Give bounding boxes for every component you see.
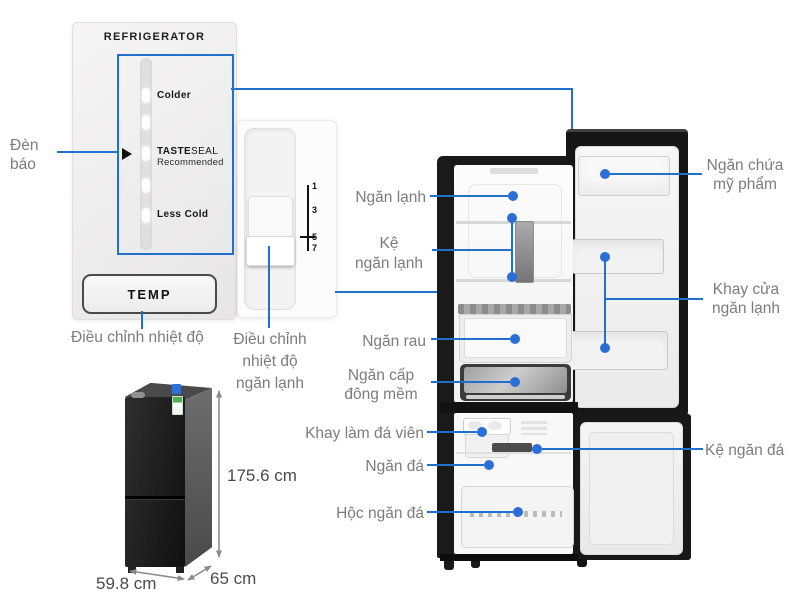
- door-foot: [577, 558, 587, 567]
- depth-arrow: [187, 565, 212, 581]
- led-indicator-5: [142, 208, 150, 223]
- temp-control-panel: REFRIGERATOR: [72, 22, 237, 320]
- ngan-rau-line: [431, 338, 510, 340]
- ngan-chua-my-pham-line: [610, 173, 702, 175]
- led-indicator-4: [142, 178, 150, 193]
- less-cold-label: Less Cold: [157, 209, 209, 220]
- front-foot: [444, 561, 454, 570]
- ngan-da-label: Ngăn đá: [365, 458, 424, 475]
- slider-scale-tick: [300, 236, 315, 238]
- khay-cua-dot-bottom: [600, 343, 610, 353]
- ngan-lanh-line: [430, 195, 508, 197]
- energy-label-sticker: [172, 396, 183, 415]
- ngan-chua-my-pham-dot: [600, 169, 610, 179]
- freezer-shelf: [492, 443, 532, 452]
- hoc-ngan-da-label: Hộc ngăn đá: [336, 505, 424, 522]
- cabinet-base: [440, 554, 578, 561]
- ke-ngan-lanh-line: [432, 249, 513, 251]
- led-indicator-1: [142, 88, 150, 103]
- dimension-arrows: [129, 390, 222, 582]
- rear-foot: [471, 561, 480, 568]
- freezer-door-panel: [589, 432, 674, 545]
- height-dimension: 175.6 cm: [227, 466, 297, 485]
- tasteseal-rest: SEAL: [191, 146, 219, 157]
- ke-ngan-da-dot: [532, 444, 542, 454]
- led-indicator-3: [142, 146, 150, 161]
- ngan-cap-dong-mem-line: [431, 381, 510, 383]
- den-bao-label: Đèn báo: [10, 137, 39, 173]
- ngan-chua-my-pham-label: Ngăn chứa mỹ phẩm: [706, 157, 784, 193]
- dieu-chinh-ngan-lanh-label: Điều chỉnh nhiệt độ ngăn lạnh: [233, 331, 307, 392]
- depth-dimension: 65 cm: [210, 569, 257, 588]
- mini-fridge-front-face: [125, 397, 185, 567]
- scale-3: 3: [312, 205, 318, 215]
- mini-fridge-top-face: [124, 382, 212, 400]
- ke-ngan-da-line: [542, 448, 703, 450]
- ice-tray-well-2: [488, 421, 502, 430]
- width-arrow: [129, 568, 185, 582]
- ke-ngan-da-label: Kệ ngăn đá: [705, 442, 785, 459]
- ke-ngan-lanh-bracket: [511, 218, 513, 277]
- ke-ngan-lanh-dot-top: [507, 213, 517, 223]
- den-bao-line: [57, 151, 117, 153]
- electrolux-logo: [131, 392, 145, 398]
- khay-cua-bracket: [604, 257, 606, 348]
- khay-cua-line: [606, 298, 703, 300]
- hoc-ngan-da-dot: [513, 507, 523, 517]
- scale-7: 7: [312, 243, 318, 253]
- fridge-compartment: [454, 165, 573, 403]
- blue-sticker: [172, 384, 181, 394]
- soft-freeze-lip: [466, 395, 565, 399]
- temp-button: TEMP: [82, 274, 217, 314]
- ngan-rau-dot: [510, 334, 520, 344]
- ke-ngan-lanh-dot-bottom: [507, 272, 517, 282]
- ngan-da-line: [427, 464, 484, 466]
- cabinet-divider: [440, 402, 578, 413]
- khay-lam-da-vien-label: Khay làm đá viên: [305, 425, 424, 442]
- scale-5: 5: [312, 232, 318, 242]
- dieu-chinh-nhiet-do-label: Điều chỉnh nhiệt độ: [71, 329, 204, 346]
- ice-tray-well-1: [468, 421, 482, 430]
- freezer-vent: [521, 421, 547, 435]
- recommended-label: Recommended: [157, 157, 224, 168]
- freezer-shelf-line: [456, 452, 571, 454]
- tasteseal-label: TASTESEAL: [157, 146, 218, 157]
- tasteseal-column: [515, 221, 534, 283]
- khay-lam-da-vien-line: [427, 431, 477, 433]
- ngan-lanh-label: Ngăn lạnh: [355, 189, 426, 206]
- width-dimension: 59.8 cm: [96, 574, 157, 593]
- temp-pointer-line: [141, 311, 143, 329]
- colder-label: Colder: [157, 90, 192, 101]
- ngan-cap-dong-mem-dot: [510, 377, 520, 387]
- slider-knob-grip: [246, 236, 295, 266]
- slider-connector-h: [335, 291, 515, 293]
- ngan-cap-dong-mem-label: Ngăn cấp đông mềm: [344, 367, 418, 403]
- door-bin-lower: [570, 331, 668, 370]
- tasteseal-bold: TASTE: [157, 146, 192, 157]
- interior-lamp-panel: [490, 168, 538, 174]
- ngan-da-dot: [484, 460, 494, 470]
- panel-title: REFRIGERATOR: [103, 31, 206, 43]
- veg-drawer-rail: [458, 304, 571, 314]
- panel-connector-h: [231, 88, 573, 90]
- mini-fridge-side-face: [185, 388, 212, 567]
- khay-cua-ngan-lanh-label: Khay cửa ngăn lạnh: [711, 281, 781, 317]
- door-bin-middle: [572, 239, 664, 274]
- slider-pointer-line: [268, 246, 270, 328]
- freezer-drawer: [461, 486, 574, 548]
- led-indicator-2: [142, 115, 150, 130]
- indicator-highlight-box: [117, 54, 234, 255]
- ke-ngan-lanh-label: Kệ ngăn lạnh: [354, 235, 424, 272]
- current-level-arrow-icon: [122, 148, 132, 160]
- hoc-ngan-da-line: [427, 511, 513, 513]
- scale-1: 1: [312, 181, 318, 191]
- ngan-rau-label: Ngăn rau: [362, 333, 426, 350]
- ngan-lanh-dot: [508, 191, 518, 201]
- mini-fridge-door-gap: [125, 496, 185, 500]
- door-bin-cosmetic: [578, 156, 670, 196]
- khay-lam-da-vien-dot: [477, 427, 487, 437]
- slider-scale-line: [307, 185, 309, 251]
